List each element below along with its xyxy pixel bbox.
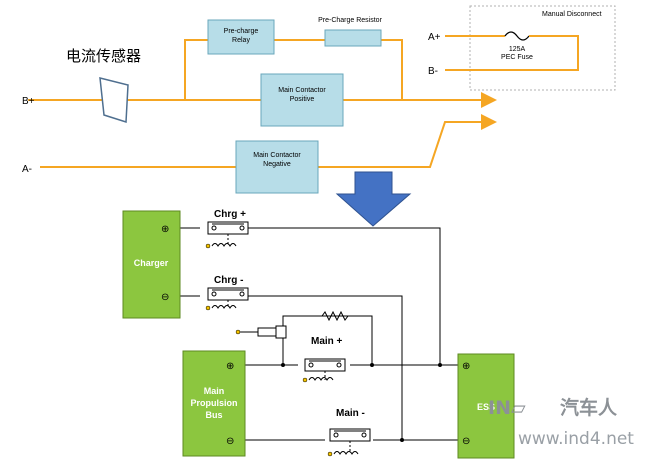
- junction-dot: [281, 363, 285, 367]
- main-plus-contactor: [302, 358, 346, 383]
- main-contactor-positive-line1: Main Contactor: [278, 87, 326, 94]
- precharge-branch-wire: [184, 39, 403, 100]
- main-propulsion-bus-block: [182, 350, 246, 457]
- chrg-minus-contactor: [205, 287, 249, 311]
- watermark-url: www.ind4.net: [518, 429, 634, 449]
- main-contactor-negative-line1: Main Contactor: [253, 152, 301, 159]
- charger-plus-symbol: ⊕: [161, 224, 169, 235]
- main-contactor-positive-box: [260, 73, 344, 127]
- main-contactor-negative-line2: Negative: [263, 161, 291, 168]
- fuse-type: PEC Fuse: [501, 54, 533, 61]
- main-contactor-negative-box: [235, 140, 319, 194]
- battery-block: [457, 353, 515, 459]
- current-sensor-shape: [99, 77, 129, 124]
- watermark-logo-icon: IN▱: [488, 397, 526, 419]
- bus-minus-symbol: ⊖: [226, 436, 234, 447]
- main-minus-label: Main -: [336, 408, 365, 419]
- junction-dot: [370, 363, 374, 367]
- precharge-relay-line2: Relay: [232, 37, 250, 44]
- a-plus-label: A+: [428, 32, 441, 43]
- charger-label: Charger: [134, 258, 169, 268]
- junction-dot: [400, 438, 404, 442]
- precharge-relay-line1: Pre-charge: [224, 28, 259, 35]
- a-minus-wire: [40, 114, 497, 168]
- precharge-resistor-symbol: [321, 310, 349, 322]
- chrg-plus-label: Chrg +: [214, 209, 246, 220]
- transition-arrow: [335, 171, 412, 227]
- precharge-relay-small: [235, 325, 287, 339]
- watermark: IN▱ 汽车人 www.ind4.net: [488, 396, 634, 449]
- bus-label-line3: Bus: [205, 410, 222, 420]
- chrg-minus-label: Chrg -: [214, 275, 243, 286]
- bus-label-line2: Propulsion: [191, 398, 238, 408]
- charger-block: [122, 210, 181, 319]
- b-minus-label: B-: [428, 66, 438, 77]
- fuse-rating: 125A: [509, 46, 526, 53]
- bus-plus-symbol: ⊕: [226, 361, 234, 372]
- main-contactor-positive-line2: Positive: [290, 96, 315, 103]
- battery-label: ESS: [477, 402, 495, 412]
- chrg-plus-contactor: [205, 221, 249, 249]
- manual-disconnect-label: Manual Disconnect: [542, 11, 602, 18]
- current-sensor-label: 电流传感器: [66, 47, 141, 65]
- charger-minus-symbol: ⊖: [161, 292, 169, 303]
- main-minus-contactor: [327, 428, 371, 457]
- chrg-minus-wire-2: [248, 295, 403, 440]
- main-plus-label: Main +: [311, 336, 343, 347]
- fuse-symbol: [504, 31, 530, 41]
- watermark-brand: 汽车人: [560, 396, 618, 419]
- chrg-plus-wire-2: [248, 227, 441, 365]
- a-minus-label: A-: [22, 164, 32, 175]
- fuse-loop-wire: [445, 35, 579, 71]
- precharge-relay-box: [207, 19, 275, 55]
- precharge-resistor-label: Pre-Charge Resistor: [318, 17, 382, 24]
- bottom-diagram: Charger ⊕ ⊖ Main Propulsion Bus ⊕ ⊖ ESS …: [122, 209, 515, 459]
- top-diagram: 电流传感器 B+ A- Pre-charge Relay Pre-Charge …: [22, 5, 616, 194]
- bus-label-line1: Main: [204, 386, 225, 396]
- junction-dot: [438, 363, 442, 367]
- b-plus-label: B+: [22, 96, 35, 107]
- battery-minus-symbol: ⊖: [462, 436, 470, 447]
- battery-plus-symbol: ⊕: [462, 361, 470, 372]
- precharge-resistor-box: [324, 29, 382, 47]
- manual-disconnect-box: [469, 5, 616, 91]
